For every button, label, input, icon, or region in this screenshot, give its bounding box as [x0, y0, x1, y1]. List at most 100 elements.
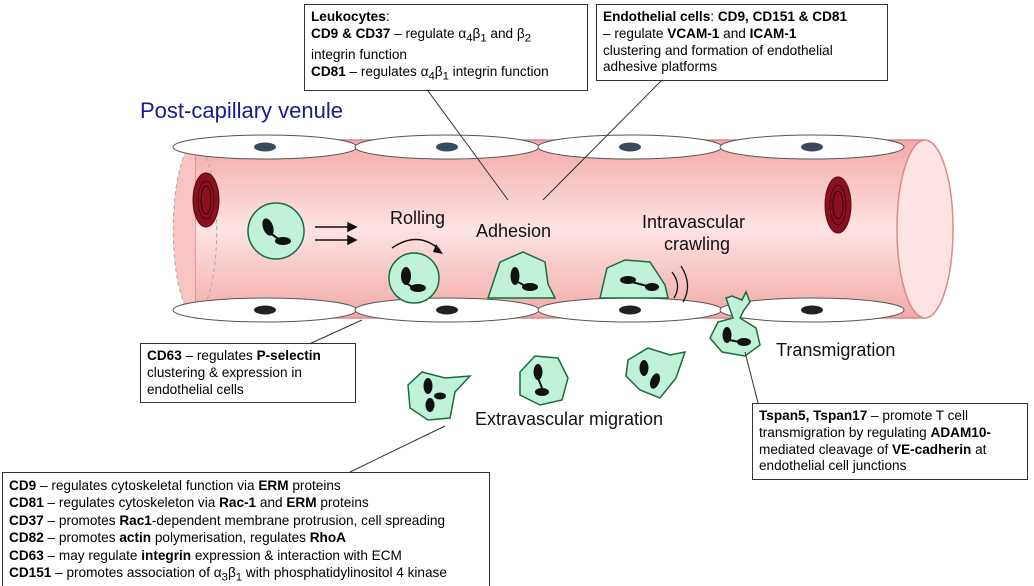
- crawl-motion-line: [671, 271, 679, 299]
- red-blood-cell-right: [824, 176, 852, 234]
- text: β: [227, 565, 236, 581]
- leukocyte-extravascular: [519, 355, 569, 406]
- stage-label-crawling-2: crawling: [664, 234, 731, 254]
- text: β: [434, 64, 443, 80]
- text: VCAM-1: [667, 25, 720, 41]
- text: at: [971, 441, 987, 457]
- leukocyte-extravascular: [625, 347, 687, 399]
- text: – regulate: [603, 25, 668, 41]
- endothelial-cells-top: [172, 134, 905, 160]
- text: – regulates cytoskeleton via: [43, 495, 220, 511]
- text: β: [472, 25, 481, 41]
- text: endothelial cells: [147, 381, 244, 397]
- nucleus: [436, 142, 458, 152]
- text: – may regulate: [43, 547, 142, 563]
- text: CD37: [9, 512, 44, 528]
- text: – regulates: [181, 348, 257, 363]
- text: transmigration by regulating: [759, 424, 931, 440]
- text: ADAM10-: [930, 424, 991, 440]
- cd63-annotation-box: CD63 – regulates P-selectin clustering &…: [140, 343, 356, 404]
- text: – regulate α: [390, 25, 467, 41]
- text: and: [256, 495, 287, 511]
- nucleus: [254, 305, 276, 315]
- endothelial-cells-bottom: [172, 297, 905, 323]
- text: CD151: [9, 565, 52, 581]
- stage-label-crawling-1: Intravascular: [642, 212, 746, 232]
- text: CD81: [311, 64, 346, 80]
- text: – promotes: [43, 512, 120, 528]
- subscript: 1: [442, 70, 449, 83]
- text: – regulates α: [345, 64, 429, 80]
- text: – regulates cytoskeletal function via: [36, 478, 259, 493]
- text: CD81: [9, 495, 44, 511]
- text: Rac-1: [219, 495, 257, 511]
- text: CD82: [9, 530, 44, 546]
- endothelial-annotation-box: Endothelial cells: CD9, CD151 & CD81 – r…: [596, 4, 888, 82]
- vessel-body: [194, 139, 926, 319]
- text: CD9, CD151 & CD81: [717, 9, 848, 24]
- nucleus: [619, 305, 641, 315]
- text: – promotes association of α: [51, 565, 222, 581]
- text: and: [719, 25, 750, 41]
- subscript: 1: [480, 32, 487, 45]
- text: VE-cadherin: [892, 441, 972, 457]
- text: proteins: [288, 478, 341, 493]
- stage-label-transmigration: Transmigration: [776, 340, 896, 360]
- text: integrin function: [311, 47, 407, 63]
- text: CD9 & CD37: [311, 25, 391, 41]
- vessel: [172, 139, 954, 319]
- leukocytes-heading: Leukocytes: [311, 9, 386, 24]
- text: proteins: [316, 495, 369, 511]
- text: Rac1: [119, 512, 152, 528]
- text: and β: [486, 25, 525, 41]
- crawl-motion-line: [680, 265, 689, 303]
- subscript: 3: [221, 571, 228, 584]
- text: mediated cleavage of: [759, 441, 893, 457]
- diagram-title: Post-capillary venule: [140, 98, 343, 123]
- migration-annotation-box: CD9 – regulates cytoskeletal function vi…: [2, 472, 490, 586]
- nucleus: [619, 142, 641, 152]
- text: endothelial cell junctions: [759, 458, 907, 474]
- text: CD63: [147, 348, 182, 363]
- nucleus: [801, 305, 823, 315]
- subscript: 4: [428, 70, 435, 83]
- leukocyte-adhered: [486, 251, 557, 299]
- text: integrin: [141, 547, 192, 563]
- leukocyte-extravascular: [407, 371, 472, 421]
- text: polymerisation, regulates: [151, 530, 310, 546]
- stage-label-adhesion: Adhesion: [476, 221, 552, 241]
- leukocyte-crawling: [599, 259, 669, 299]
- text: Endothelial cells: [603, 9, 711, 24]
- text: ERM: [258, 478, 289, 493]
- text: – promote T cell: [867, 408, 969, 423]
- text: clustering and formation of endothelial: [603, 42, 833, 58]
- text: clustering & expression in: [147, 364, 302, 380]
- tspan-annotation-box: Tspan5, Tspan17 – promote T cell transmi…: [752, 403, 1028, 481]
- text: P-selectin: [256, 348, 321, 363]
- vessel-left-end: [172, 139, 196, 319]
- nucleus: [436, 305, 458, 315]
- text: RhoA: [309, 530, 346, 546]
- text: actin: [119, 530, 152, 546]
- text: :: [385, 9, 390, 24]
- text: Tspan5, Tspan17: [759, 408, 868, 423]
- text: ICAM-1: [749, 25, 797, 41]
- subscript: 4: [466, 32, 473, 45]
- text: with phosphatidylinositol 4 kinase: [242, 565, 447, 581]
- red-blood-cell-left: [192, 172, 220, 228]
- leukocyte-transmigrating: [709, 290, 761, 357]
- text: CD9: [9, 478, 37, 493]
- subscript: 2: [524, 32, 532, 45]
- leukocyte-rolling: [388, 252, 440, 304]
- rolling-arrow-head: [433, 244, 443, 254]
- text: -dependent membrane protrusion, cell spr…: [151, 512, 446, 528]
- subscript: 1: [235, 571, 243, 584]
- flow-arrows: [315, 221, 358, 246]
- stage-label-extravascular: Extravascular migration: [475, 409, 664, 429]
- vessel-right-opening: [896, 139, 954, 319]
- text: expression & interaction with ECM: [191, 547, 402, 563]
- leukocytes-annotation-box: Leukocytes: CD9 & CD37 – regulate α4β1 a…: [304, 4, 588, 91]
- text: adhesive platforms: [603, 59, 718, 75]
